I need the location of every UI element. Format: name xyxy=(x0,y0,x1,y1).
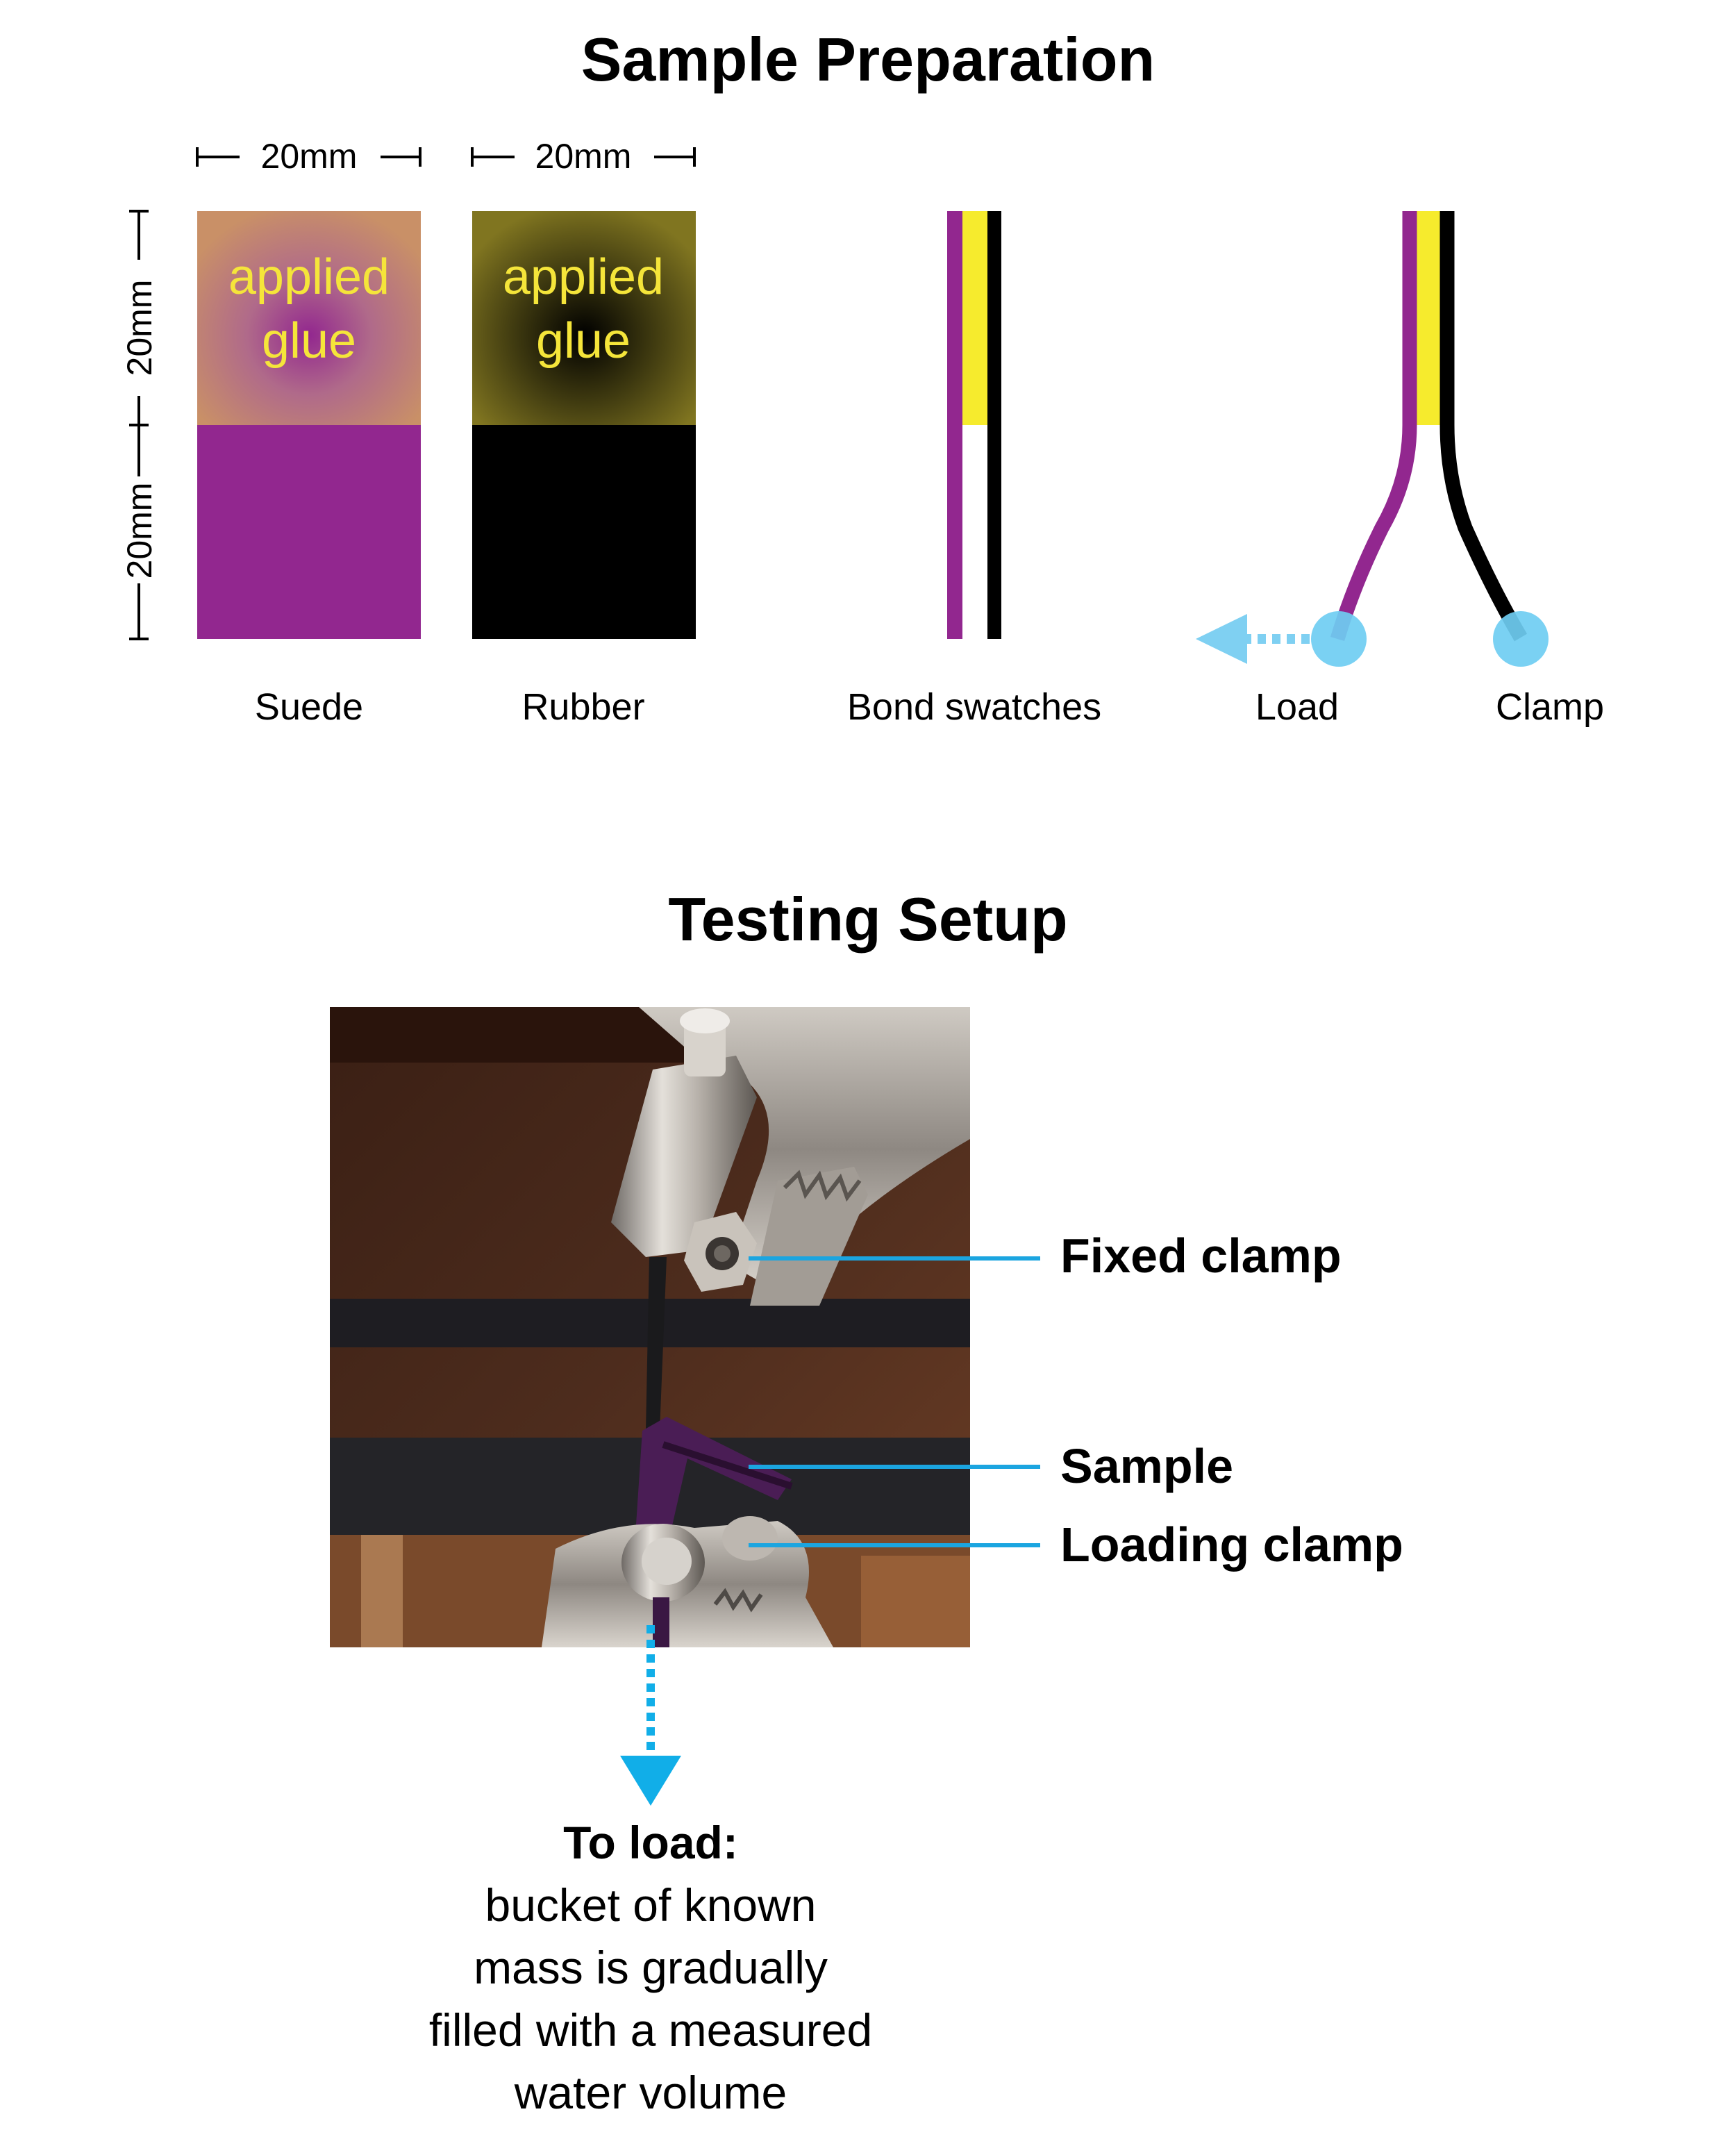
rubber-label: Rubber xyxy=(521,686,644,728)
load-note-heading: To load: xyxy=(563,1817,738,1868)
suede-glue-area xyxy=(197,211,421,425)
suede-bare-area xyxy=(197,425,421,639)
rubber-swatch xyxy=(472,211,696,639)
dimension-label-upper-height: 20mm xyxy=(120,280,159,376)
clamp-point-marker xyxy=(1493,611,1549,667)
peel-suede-strip xyxy=(1330,211,1417,642)
peel-rubber-strip xyxy=(1439,211,1528,642)
rubber-bare-area xyxy=(472,425,696,639)
callout-lines xyxy=(749,1256,1040,1547)
testing-setup-photo xyxy=(330,1007,970,1647)
clamp-label: Clamp xyxy=(1496,686,1604,728)
dimension-label-suede-width: 20mm xyxy=(261,137,358,176)
dimension-suede-width xyxy=(196,147,422,167)
rubber-glue-label-line1: applied xyxy=(503,249,664,305)
suede-label: Suede xyxy=(255,686,363,728)
suede-swatch xyxy=(197,211,421,639)
load-note-line-4: water volume xyxy=(514,2067,787,2118)
bond-swatches-label: Bond swatches xyxy=(847,686,1101,728)
load-arrow-head xyxy=(1196,614,1247,664)
suede-glue-label-line2: glue xyxy=(262,313,356,369)
callout-loading-clamp: Loading clamp xyxy=(1060,1517,1403,1572)
load-note-line-3: filled with a measured xyxy=(429,2004,872,2056)
load-point-marker xyxy=(1311,611,1367,667)
suede-glue-label-line1: applied xyxy=(228,249,390,305)
load-note-line-2: mass is gradually xyxy=(474,1942,828,1993)
load-label: Load xyxy=(1255,686,1339,728)
peel-test-diagram xyxy=(1196,211,1549,667)
section-title-sample-preparation: Sample Preparation xyxy=(581,25,1155,94)
rubber-glue-area xyxy=(472,211,696,425)
section-title-testing-setup: Testing Setup xyxy=(668,885,1067,954)
callout-sample: Sample xyxy=(1060,1439,1233,1493)
dimension-rubber-width xyxy=(471,147,696,167)
dimension-label-lower-height: 20mm xyxy=(120,483,159,579)
peel-glue-layer xyxy=(1417,211,1440,425)
bond-glue-layer xyxy=(962,211,987,425)
bond-rubber-layer xyxy=(987,211,1001,639)
dimension-label-rubber-width: 20mm xyxy=(535,137,632,176)
rubber-glue-label-line2: glue xyxy=(536,313,631,369)
load-down-arrow xyxy=(620,1625,681,1806)
bond-suede-layer xyxy=(947,211,962,639)
load-note-line-1: bucket of known xyxy=(485,1879,817,1931)
callout-fixed-clamp: Fixed clamp xyxy=(1060,1229,1342,1283)
dimension-vertical xyxy=(129,210,149,640)
bond-swatches-side-view xyxy=(947,211,1001,639)
